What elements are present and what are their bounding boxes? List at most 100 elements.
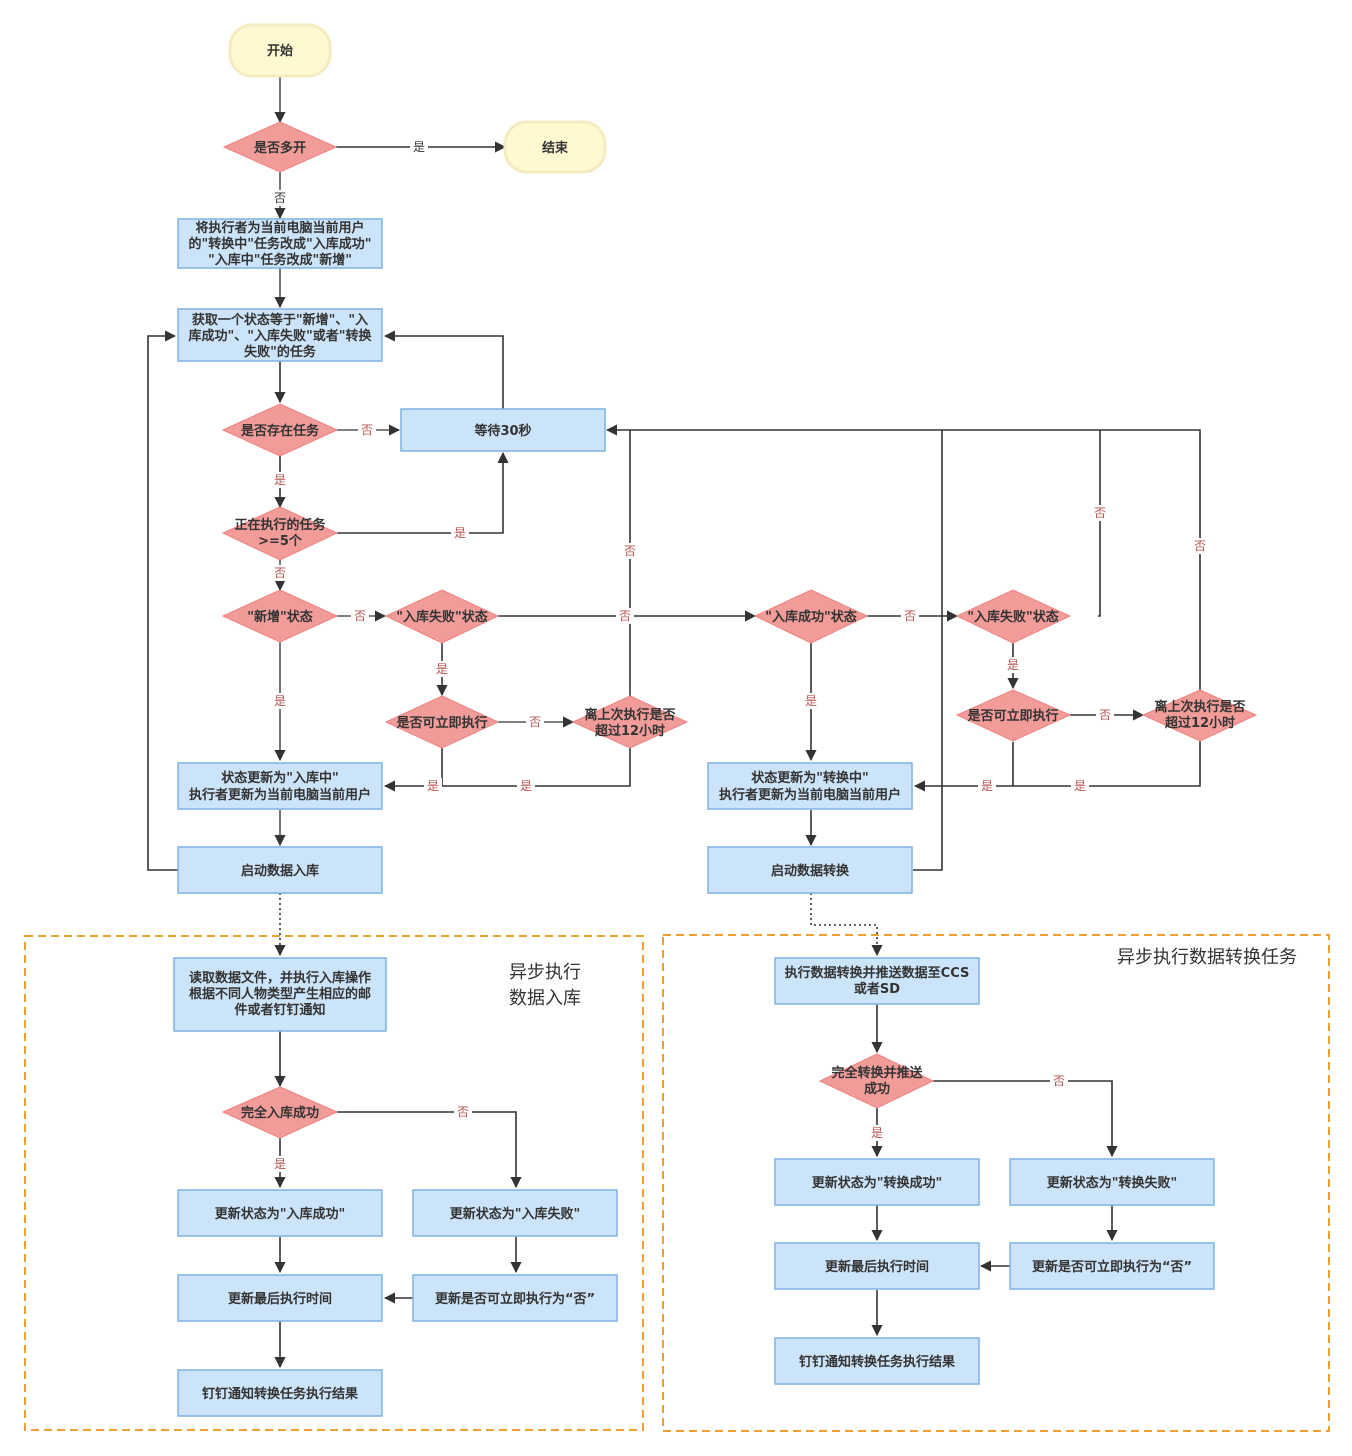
label-running-yes: 是 — [454, 526, 466, 540]
full-import-decision — [221, 1086, 339, 1139]
exec-convert-line-2: 或者SD — [854, 981, 900, 997]
fetch-process — [177, 308, 383, 362]
edge-convertfail-wait — [1098, 430, 1101, 617]
full-convert-line-1: 完全转换并推送 — [831, 1065, 923, 1081]
label-over12l-yes: 是 — [520, 779, 532, 793]
running-decision — [221, 506, 339, 561]
reset-line-2: 的"转换中"任务改成"入库成功" — [188, 236, 371, 252]
over12-left-decision — [571, 695, 689, 749]
update-time-left-label: 更新最后执行时间 — [228, 1291, 332, 1307]
update-converting-process — [707, 762, 913, 810]
edge-async-convert — [810, 893, 883, 957]
edge-over12r-update — [1013, 740, 1201, 787]
async-import-title-1: 异步执行 — [509, 962, 581, 983]
can-run-left-label: 是否可立即执行 — [395, 715, 487, 731]
update-time-right-process — [774, 1242, 980, 1290]
full-convert-line-2: 成功 — [864, 1081, 890, 1097]
wait-process — [400, 408, 606, 452]
can-run-right-label: 是否可立即执行 — [966, 708, 1058, 724]
update-importing-process — [177, 762, 383, 810]
label-importfail-yes: 是 — [436, 662, 448, 676]
import-fail-left-decision — [384, 589, 500, 644]
edge-fullimport-fail — [337, 1111, 522, 1189]
update-time-left-process — [177, 1274, 383, 1322]
edge-startconvert-wait — [913, 430, 943, 871]
update-importing-line-1: 状态更新为"入库中" — [221, 770, 339, 786]
end-node — [503, 120, 607, 174]
notify-right-process — [774, 1337, 980, 1385]
start-import-process — [177, 846, 383, 894]
reset-process — [177, 218, 383, 269]
edge-running-wait — [337, 451, 509, 534]
convert-fail-decision — [955, 589, 1072, 644]
has-task-decision — [221, 403, 339, 457]
update-time-right-label: 更新最后执行时间 — [825, 1259, 929, 1275]
exec-convert-process — [774, 957, 980, 1005]
label-hastask-yes: 是 — [274, 473, 286, 487]
async-convert-title: 异步执行数据转换任务 — [1117, 947, 1297, 968]
read-file-line-2: 根据不同人物类型产生相应的邮 — [189, 986, 371, 1002]
edge-canrunr-update — [913, 742, 1014, 792]
label-fullimport-yes: 是 — [274, 1157, 286, 1171]
multi-open-label: 是否多开 — [253, 140, 306, 156]
start-import-label: 启动数据入库 — [241, 863, 319, 879]
label-convertfail-no: 否 — [1094, 506, 1106, 520]
edge-fullconv-fail — [933, 1080, 1118, 1158]
exec-convert-line-1: 执行数据转换并推送数据至CCS — [785, 965, 970, 981]
wait-label: 等待30秒 — [473, 423, 531, 439]
over12-right-decision — [1141, 689, 1258, 742]
notify-left-label: 钉钉通知转换任务执行结果 — [202, 1386, 358, 1402]
set-import-ok-process — [177, 1189, 383, 1237]
edge-wait-fetch — [383, 330, 504, 409]
set-convert-fail-label: 更新状态为"转换失败" — [1047, 1175, 1178, 1191]
label-importok-yes: 是 — [805, 694, 817, 708]
multi-open-decision — [222, 121, 338, 173]
async-convert-group — [662, 934, 1330, 1432]
start-convert-label: 启动数据转换 — [771, 863, 850, 879]
label-fullimport-no: 否 — [457, 1105, 469, 1119]
async-import-group — [24, 935, 644, 1431]
label-multi-yes: 是 — [413, 140, 425, 154]
label-over12l-no: 否 — [624, 544, 636, 558]
set-no-left-label: 更新是否可立即执行为“否” — [435, 1291, 595, 1307]
label-convertfail-yes: 是 — [1007, 658, 1019, 672]
label-fullconv-yes: 是 — [871, 1126, 883, 1140]
can-run-left-decision — [384, 695, 500, 749]
label-isnew-yes: 是 — [274, 694, 286, 708]
end-label: 结束 — [542, 140, 569, 156]
label-fullconv-no: 否 — [1053, 1074, 1065, 1088]
read-file-line-1: 读取数据文件，并执行入库操作 — [189, 970, 371, 986]
read-file-line-3: 件或者钉钉通知 — [234, 1002, 325, 1018]
set-convert-ok-label: 更新状态为"转换成功" — [812, 1175, 943, 1191]
over12-left-line-2: 超过12小时 — [595, 723, 665, 739]
fetch-line-3: 失败"的任务 — [244, 344, 317, 360]
label-canrunr-yes: 是 — [981, 779, 993, 793]
is-new-decision — [221, 589, 339, 643]
convert-fail-label: "入库失败"状态 — [967, 609, 1059, 625]
reset-line-1: 将执行者为当前电脑当前用户 — [195, 220, 364, 236]
edge-startimport-fetch — [147, 330, 178, 871]
import-ok-label: "入库成功"状态 — [765, 609, 857, 625]
set-convert-fail-process — [1009, 1158, 1215, 1206]
edge-over12r-wait — [605, 424, 1201, 690]
set-no-left-process — [412, 1274, 618, 1322]
fetch-line-1: 获取一个状态等于"新增"、"入 — [192, 312, 368, 328]
full-convert-decision — [818, 1053, 935, 1109]
label-over12r-no: 否 — [1194, 539, 1206, 553]
set-no-right-process — [1009, 1242, 1215, 1290]
label-isnew-no: 否 — [354, 609, 366, 623]
set-no-right-label: 更新是否可立即执行为“否” — [1032, 1259, 1192, 1275]
label-canrunl-yes: 是 — [427, 779, 439, 793]
import-fail-left-label: "入库失败"状态 — [396, 609, 488, 625]
running-line-2: >=5个 — [258, 533, 303, 549]
notify-right-label: 钉钉通知转换任务执行结果 — [799, 1354, 955, 1370]
start-node — [228, 23, 332, 78]
start-convert-process — [707, 846, 913, 894]
edge-over12-update — [442, 748, 631, 787]
update-importing-line-2: 执行者更新为当前电脑当前用户 — [189, 787, 371, 803]
label-running-no: 否 — [274, 566, 286, 580]
update-converting-line-2: 执行者更新为当前电脑当前用户 — [719, 787, 901, 803]
over12-left-line-1: 离上次执行是否 — [584, 707, 675, 723]
import-ok-decision — [753, 589, 869, 644]
